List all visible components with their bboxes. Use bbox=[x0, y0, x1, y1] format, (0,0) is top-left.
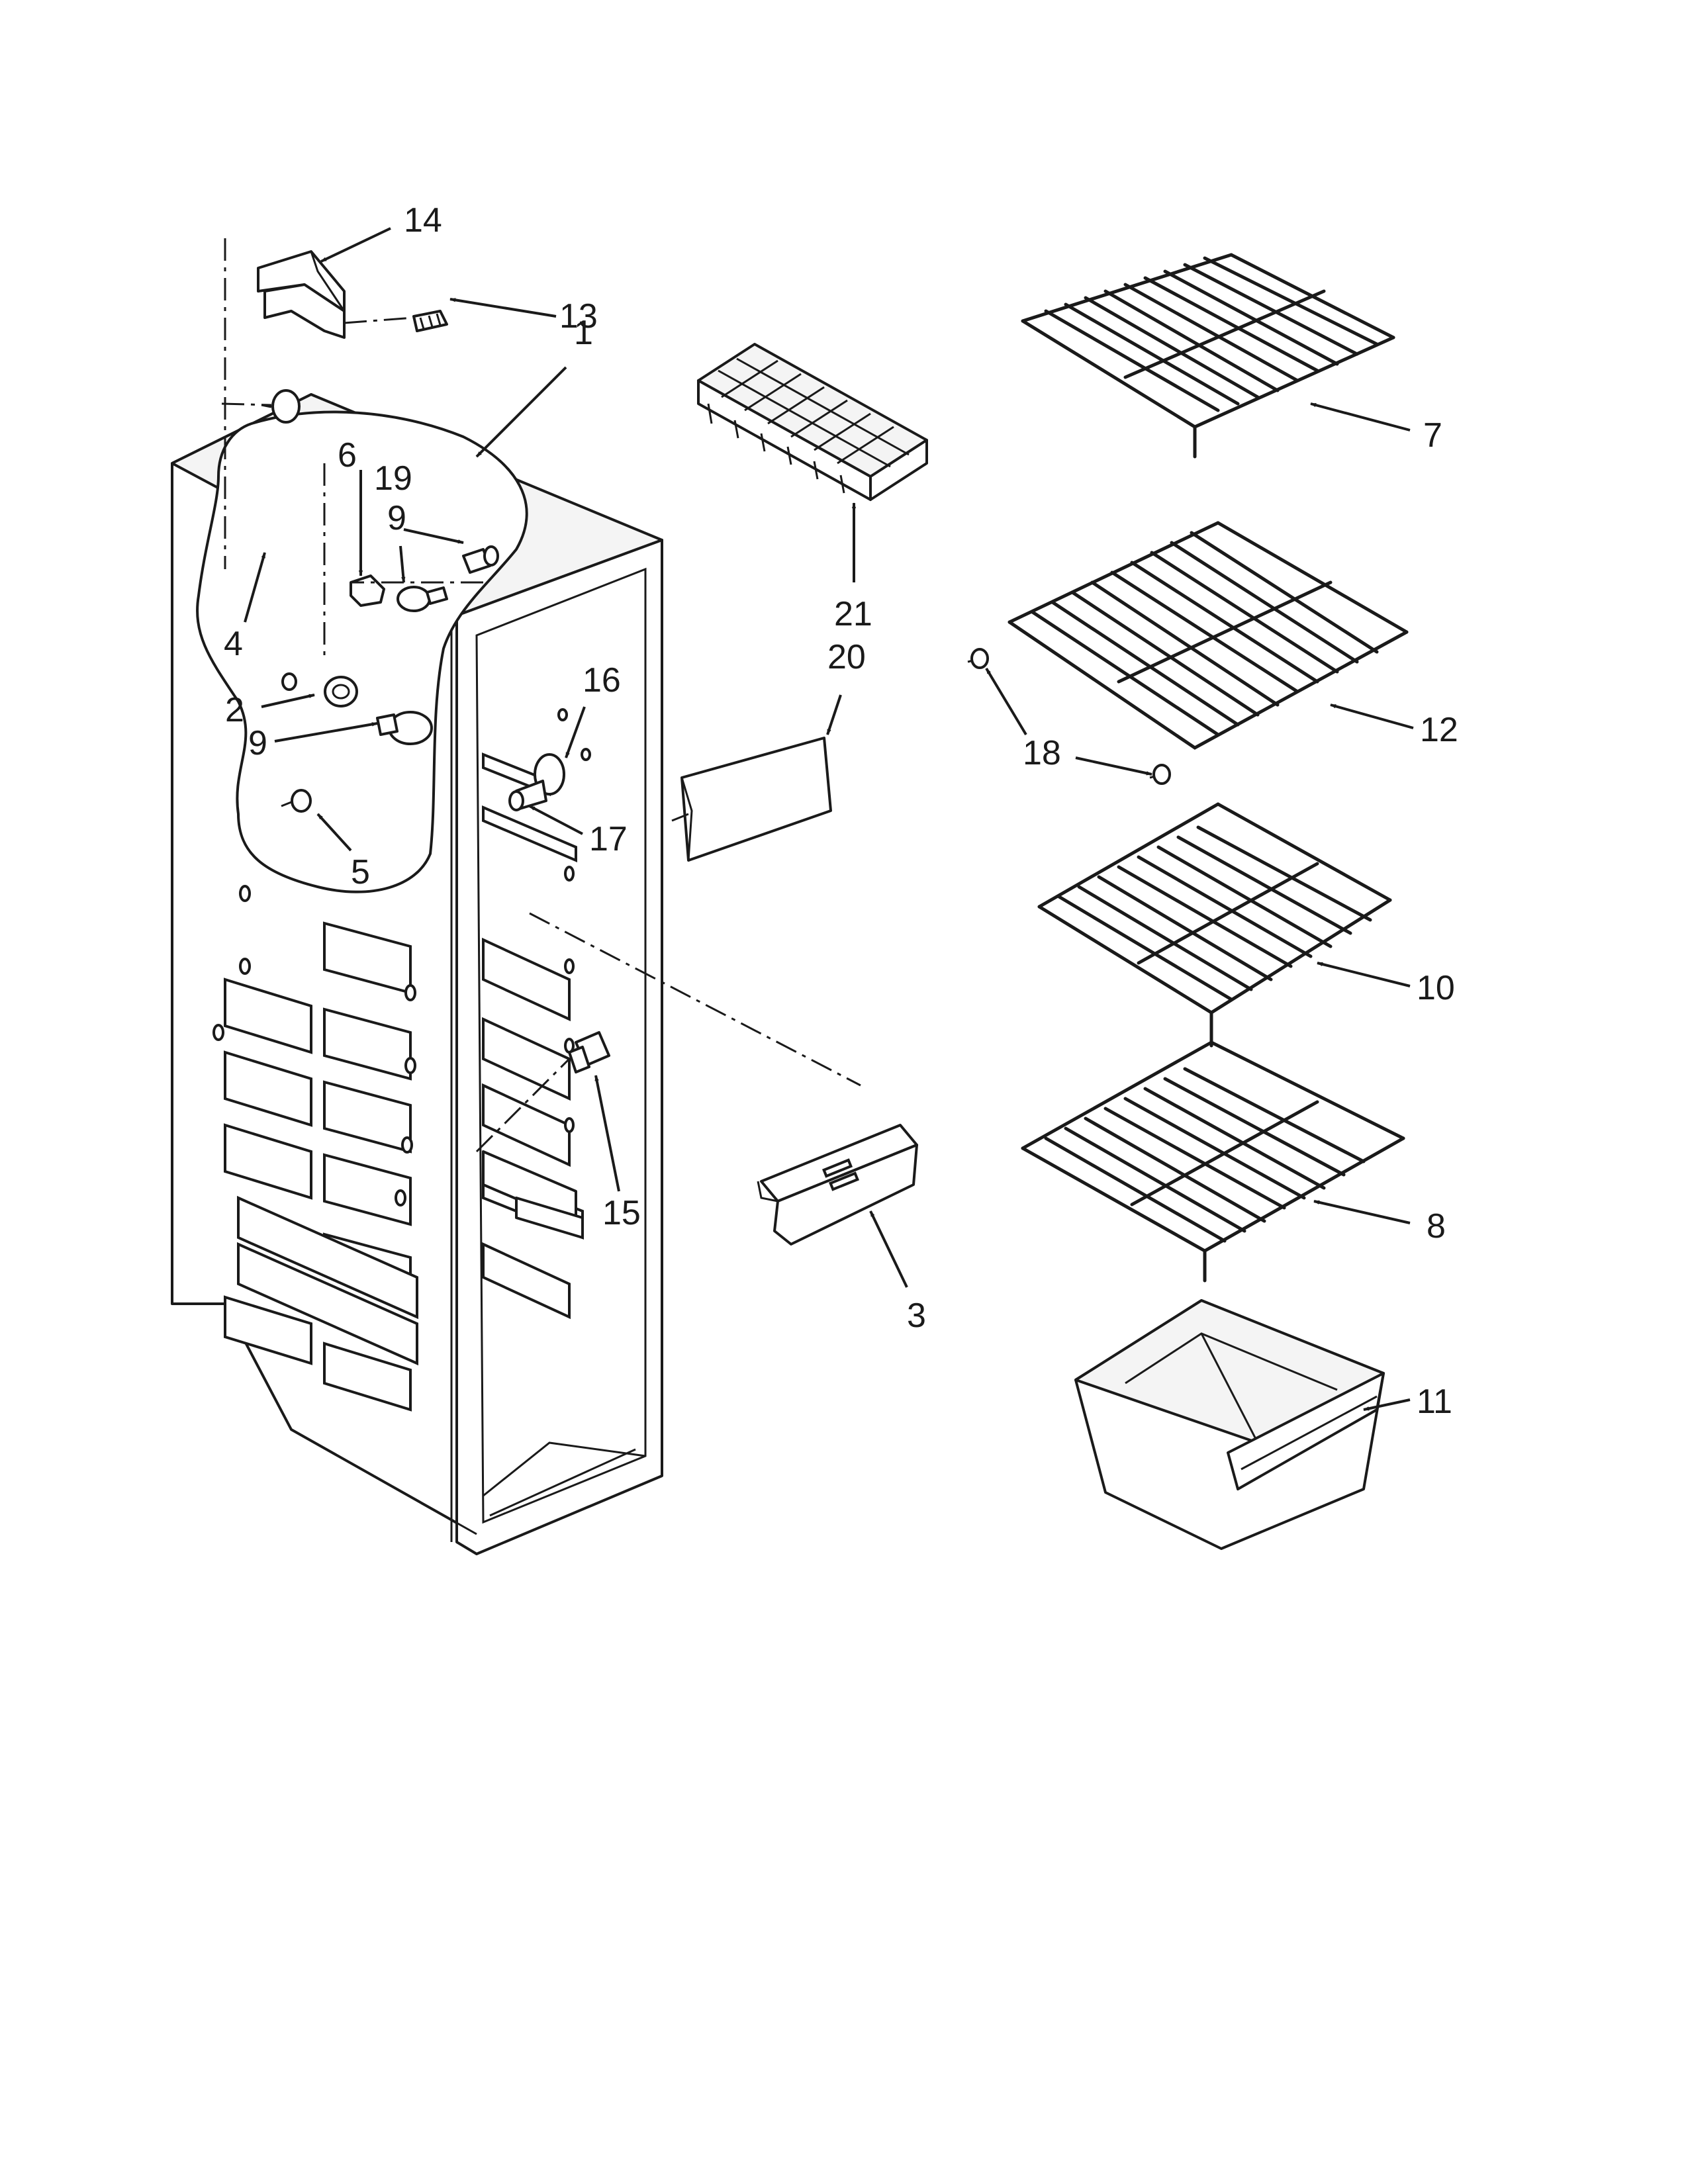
callout-16: 16 bbox=[583, 661, 621, 700]
alignment-line-4 bbox=[221, 402, 272, 406]
callout-labels: 14 13 1 6 19 9 4 2 9 5 16 17 15 3 21 20 … bbox=[224, 201, 1458, 1421]
control-knob-part-2 bbox=[281, 672, 358, 707]
light-bulb-part-9-bottom bbox=[376, 711, 433, 745]
callout-9-top: 9 bbox=[387, 499, 406, 537]
callout-6: 6 bbox=[338, 436, 357, 475]
callout-18: 18 bbox=[1023, 734, 1061, 772]
callout-9-bottom: 9 bbox=[248, 724, 267, 762]
alignment-line-3 bbox=[529, 912, 861, 1087]
deflector-part-20 bbox=[671, 737, 832, 862]
shelf-stud-part-18 bbox=[967, 648, 1171, 785]
callout-3: 3 bbox=[907, 1297, 926, 1335]
wire-shelf-part-8 bbox=[1021, 1040, 1405, 1283]
light-bulb-part-9-top bbox=[397, 586, 448, 612]
callout-17: 17 bbox=[589, 820, 628, 858]
callout-1: 1 bbox=[574, 314, 593, 352]
knob-part-4 bbox=[261, 389, 301, 424]
left-panel-vents bbox=[212, 885, 418, 1412]
wire-shelf-part-7 bbox=[1021, 253, 1395, 459]
callout-2: 2 bbox=[225, 691, 244, 729]
shelf-support-part-16-17 bbox=[508, 748, 591, 811]
callout-8: 8 bbox=[1427, 1207, 1446, 1246]
grille-part-3 bbox=[757, 1124, 918, 1246]
wire-shelf-part-10 bbox=[1037, 802, 1392, 1048]
pin-part-5 bbox=[281, 789, 312, 813]
callout-15: 15 bbox=[602, 1194, 641, 1232]
callout-20: 20 bbox=[827, 638, 866, 676]
alignment-line-13 bbox=[344, 316, 414, 324]
wire-shelf-part-12 bbox=[967, 521, 1409, 785]
callout-5: 5 bbox=[351, 853, 370, 891]
alignment-line-15 bbox=[475, 1058, 571, 1153]
screw-part-13 bbox=[412, 310, 448, 332]
callout-4: 4 bbox=[224, 625, 243, 663]
callout-14: 14 bbox=[404, 201, 442, 240]
bracket-part-14 bbox=[257, 250, 346, 339]
callout-19: 19 bbox=[374, 459, 412, 498]
callout-12: 12 bbox=[1420, 711, 1458, 749]
callout-13: 13 bbox=[559, 297, 598, 336]
callout-10: 10 bbox=[1417, 969, 1455, 1007]
leader-lines bbox=[244, 227, 1414, 1411]
callout-21: 21 bbox=[834, 595, 872, 633]
clip-part-15 bbox=[568, 1031, 610, 1073]
ice-cube-tray-part-21 bbox=[697, 343, 928, 501]
callout-11: 11 bbox=[1417, 1383, 1452, 1421]
freezer-liner bbox=[171, 393, 663, 1555]
callout-7: 7 bbox=[1423, 416, 1442, 455]
freezer-basket-part-11 bbox=[1074, 1299, 1385, 1550]
lamp-socket-part-19 bbox=[462, 545, 499, 574]
